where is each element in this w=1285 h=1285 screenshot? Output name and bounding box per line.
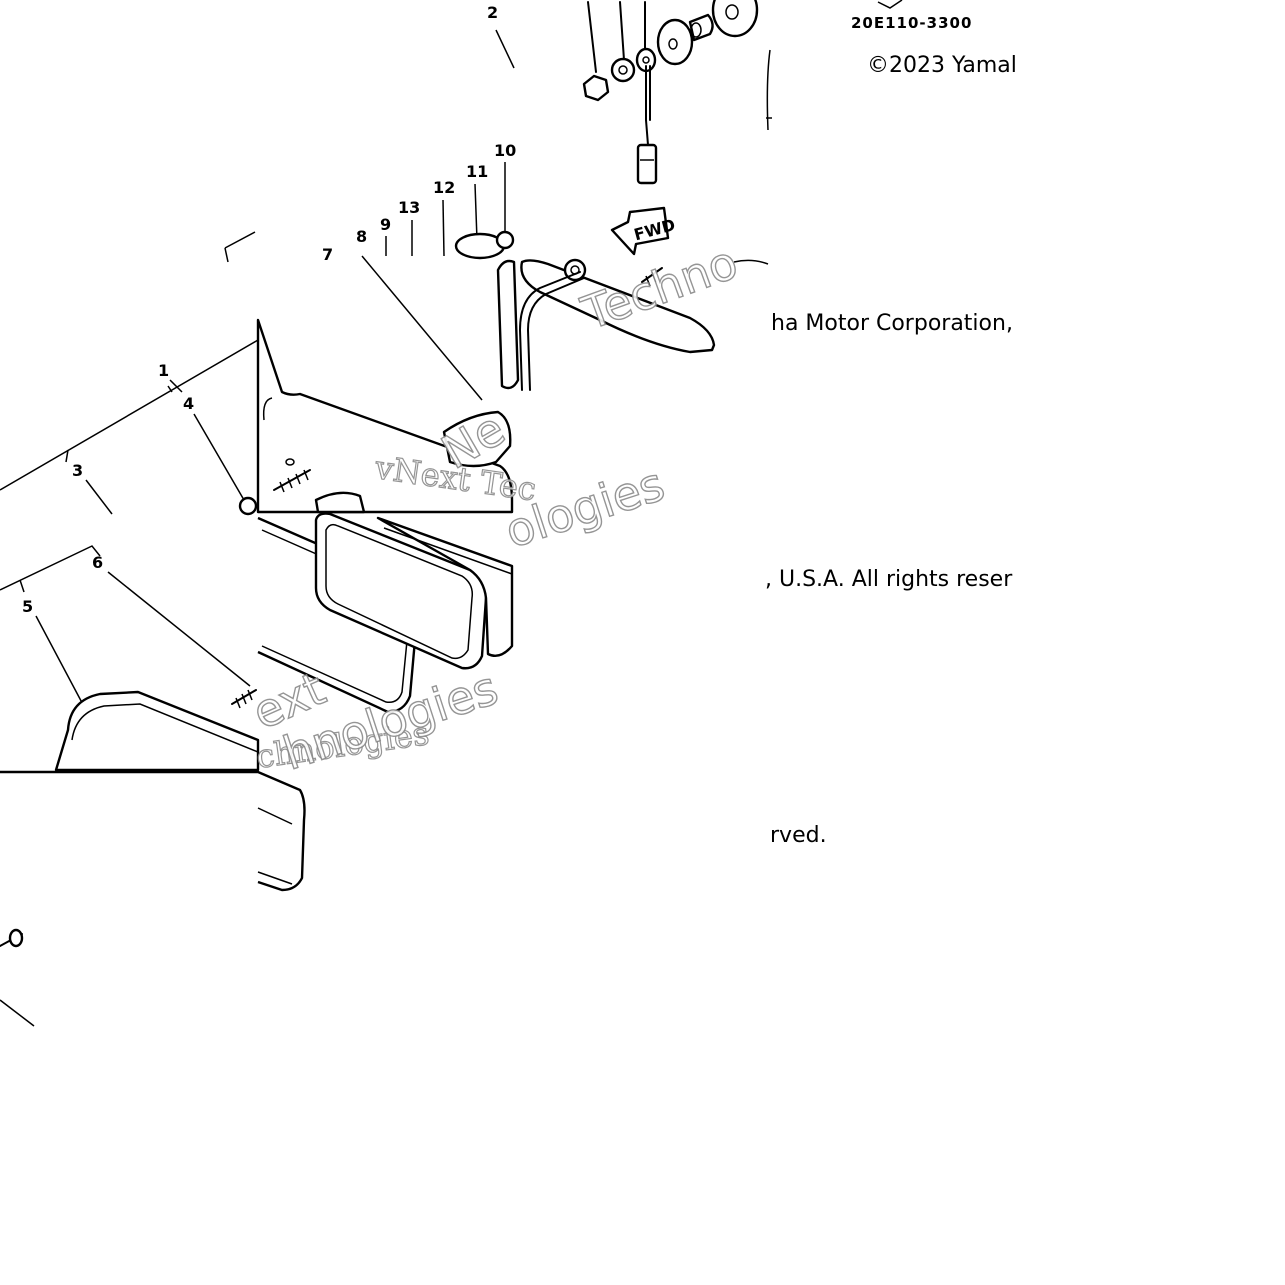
hardware-stack: [582, 0, 772, 185]
callout-13: 13: [398, 198, 420, 217]
gasket-and-lens: [257, 512, 514, 714]
callout-2: 2: [487, 3, 498, 22]
callout-11: 11: [466, 162, 488, 181]
lamp-housing: [238, 318, 514, 516]
callout-5: 5: [22, 597, 33, 616]
callout-12: 12: [433, 178, 455, 197]
copyright-line-1: ©2023 Yamal: [867, 53, 1017, 78]
callout-10: 10: [494, 141, 516, 160]
fwd-arrow: FWD: [610, 206, 677, 256]
callout-3: 3: [72, 461, 83, 480]
callout-9: 9: [380, 215, 391, 234]
callout-6: 6: [92, 553, 103, 572]
callout-7: 7: [322, 245, 333, 264]
copyright-line-3: , U.S.A. All rights reser: [765, 567, 1013, 592]
lens-cover: 5 6: [0, 545, 306, 1027]
copyright-line-2: ha Motor Corporation,: [771, 311, 1013, 336]
copyright-line-4: rved.: [770, 823, 827, 848]
bracket-assembly: FWD: [496, 206, 769, 391]
part-number: 20E110-3300: [851, 14, 972, 32]
callout-4: 4: [183, 394, 194, 413]
callout-1: 1: [158, 361, 169, 380]
part-number-group: 20E110-3300: [851, 0, 972, 32]
callout-8: 8: [356, 227, 367, 246]
mounting-frame: 1 3 4: [0, 231, 259, 515]
